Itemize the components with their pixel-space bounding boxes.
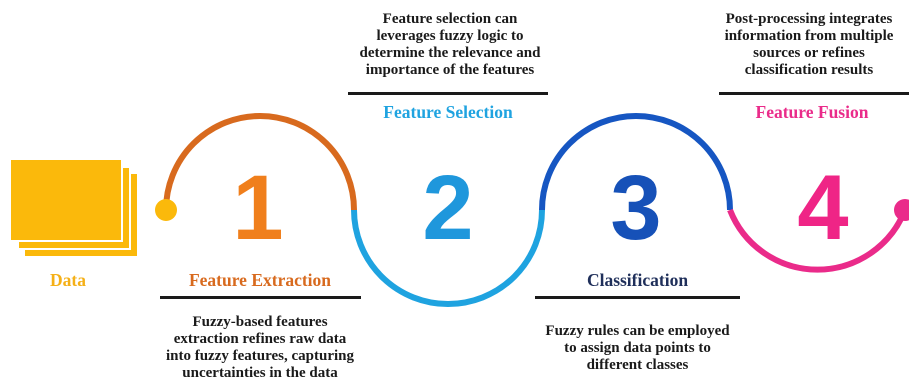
step-2-title: Feature Selection: [383, 102, 513, 122]
step-1-number: 1: [232, 157, 284, 259]
step-3-title: Classification: [586, 270, 689, 290]
step-2-description: Feature selection can leverages fuzzy lo…: [359, 11, 541, 78]
data-label: Data: [50, 270, 86, 290]
flow-arc-3: [539, 113, 733, 211]
step-1-description: Fuzzy-based features extraction refines …: [165, 314, 355, 381]
step-4-title: Feature Fusion: [755, 102, 869, 122]
step-1-divider: [160, 296, 361, 299]
flow-start-dot: [155, 199, 177, 221]
flow-arc-1: [163, 113, 357, 211]
step-3-divider: [535, 296, 740, 299]
flow-end-dot: [894, 199, 909, 221]
step-2-number: 2: [422, 157, 474, 259]
data-sheet-front: [9, 158, 123, 242]
step-1-title: Feature Extraction: [188, 270, 332, 290]
step-4-divider: [719, 92, 909, 95]
step-3-description: Fuzzy rules can be employed to assign da…: [545, 323, 730, 373]
step-3-number: 3: [610, 157, 662, 259]
data-stack-icon: [9, 158, 137, 256]
flow-arc-4: [727, 208, 908, 273]
step-4-description: Post-processing integrates information f…: [724, 11, 894, 78]
flow-arc-2: [351, 209, 545, 307]
step-2-divider: [348, 92, 548, 95]
step-4-number: 4: [797, 157, 849, 259]
